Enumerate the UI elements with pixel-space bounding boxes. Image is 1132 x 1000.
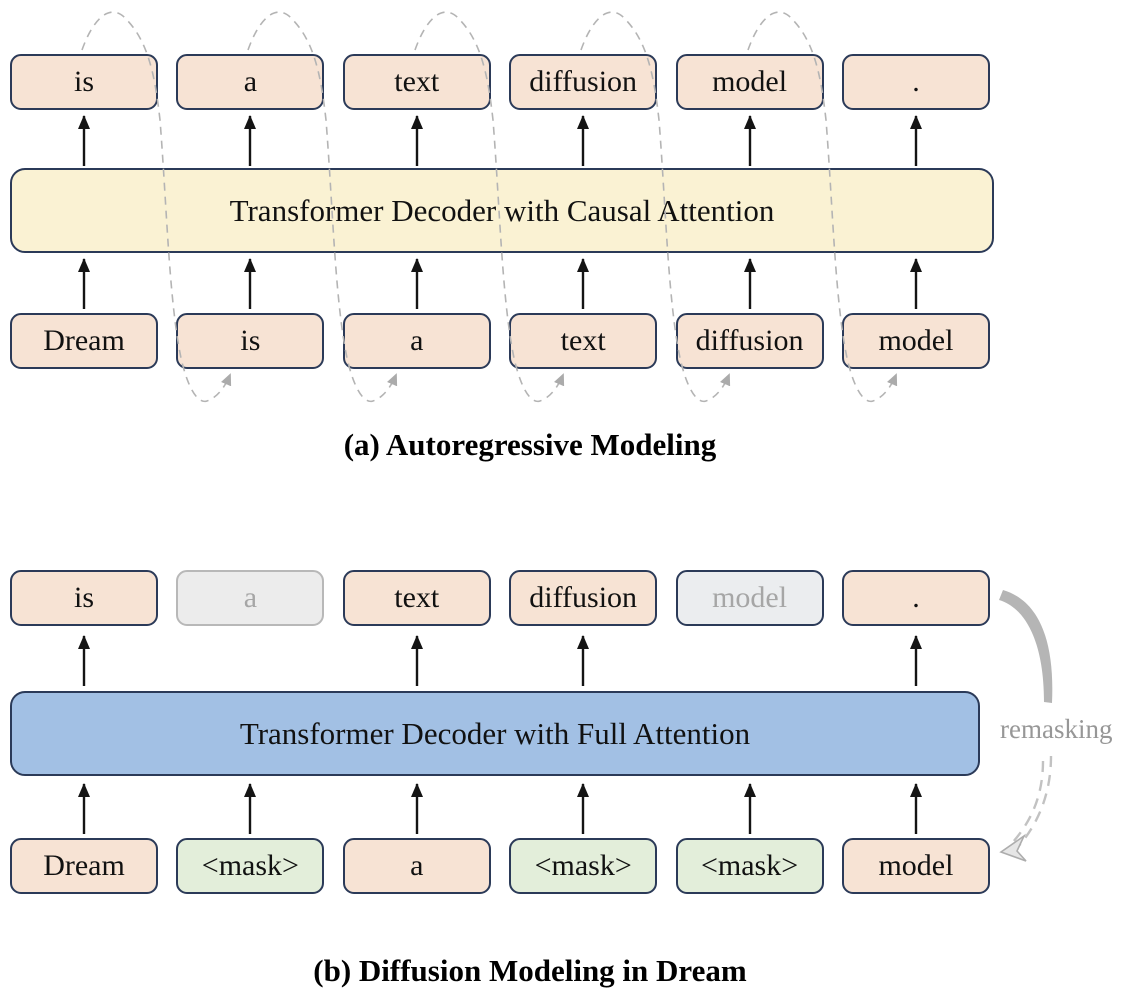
token-b-out-period: .: [841, 570, 990, 626]
token-b-out-is: is: [10, 570, 158, 626]
panel-b-input-arrows: [78, 783, 922, 834]
remasking-return-arrow: [999, 755, 1053, 862]
remasking-swoosh-arrow: [999, 590, 1053, 703]
token-a-in-text: text: [509, 313, 658, 369]
token-b-out-diffusion: diffusion: [509, 570, 658, 626]
panel-b-input-row: Dream <mask> a <mask> <mask> model: [10, 838, 990, 894]
remasking-return-inner: [1012, 760, 1045, 843]
panel-a-input-row: Dream is a text diffusion model: [10, 313, 990, 369]
panel-a-output-arrows: [78, 115, 922, 166]
remasking-label: remasking: [1000, 714, 1113, 744]
token-b-in-mask2: <mask>: [509, 838, 658, 894]
token-a-out-diffusion: diffusion: [509, 54, 658, 110]
remasking-return-outer: [1016, 755, 1053, 849]
token-b-out-model: model: [675, 570, 824, 626]
token-a-out-period: .: [841, 54, 990, 110]
token-a-out-a: a: [176, 54, 325, 110]
panel-a-input-arrows: [78, 258, 922, 309]
panel-b-caption: (b) Diffusion Modeling in Dream: [313, 953, 747, 988]
full-decoder-box: Transformer Decoder with Full Attention: [10, 691, 980, 776]
full-decoder-label: Transformer Decoder with Full Attention: [239, 715, 751, 751]
panel-b-output-arrows: [78, 635, 922, 686]
token-b-in-mask3: <mask>: [675, 838, 824, 894]
remasking-swoosh: [999, 590, 1053, 703]
token-b-in-mask1: <mask>: [176, 838, 325, 894]
token-a-in-a: a: [342, 313, 491, 369]
causal-decoder-label: Transformer Decoder with Causal Attentio…: [229, 192, 775, 228]
token-a-in-model: model: [841, 313, 990, 369]
panel-b-output-row: is a text diffusion model .: [10, 570, 990, 626]
token-a-in-dream: Dream: [10, 313, 158, 369]
panel-a-output-row: is a text diffusion model .: [10, 54, 990, 110]
causal-decoder-box: Transformer Decoder with Causal Attentio…: [10, 168, 994, 253]
token-b-in-a: a: [342, 838, 491, 894]
token-a-in-is: is: [176, 313, 325, 369]
token-a-in-diffusion: diffusion: [675, 313, 824, 369]
remasking-return-arrowhead: [999, 833, 1027, 862]
token-a-out-text: text: [342, 54, 491, 110]
token-a-out-is: is: [10, 54, 158, 110]
token-b-in-model: model: [841, 838, 990, 894]
token-b-out-a: a: [176, 570, 325, 626]
token-b-out-text: text: [342, 570, 491, 626]
panel-a-caption: (a) Autoregressive Modeling: [343, 427, 717, 462]
token-a-out-model: model: [675, 54, 824, 110]
token-b-in-dream: Dream: [10, 838, 158, 894]
